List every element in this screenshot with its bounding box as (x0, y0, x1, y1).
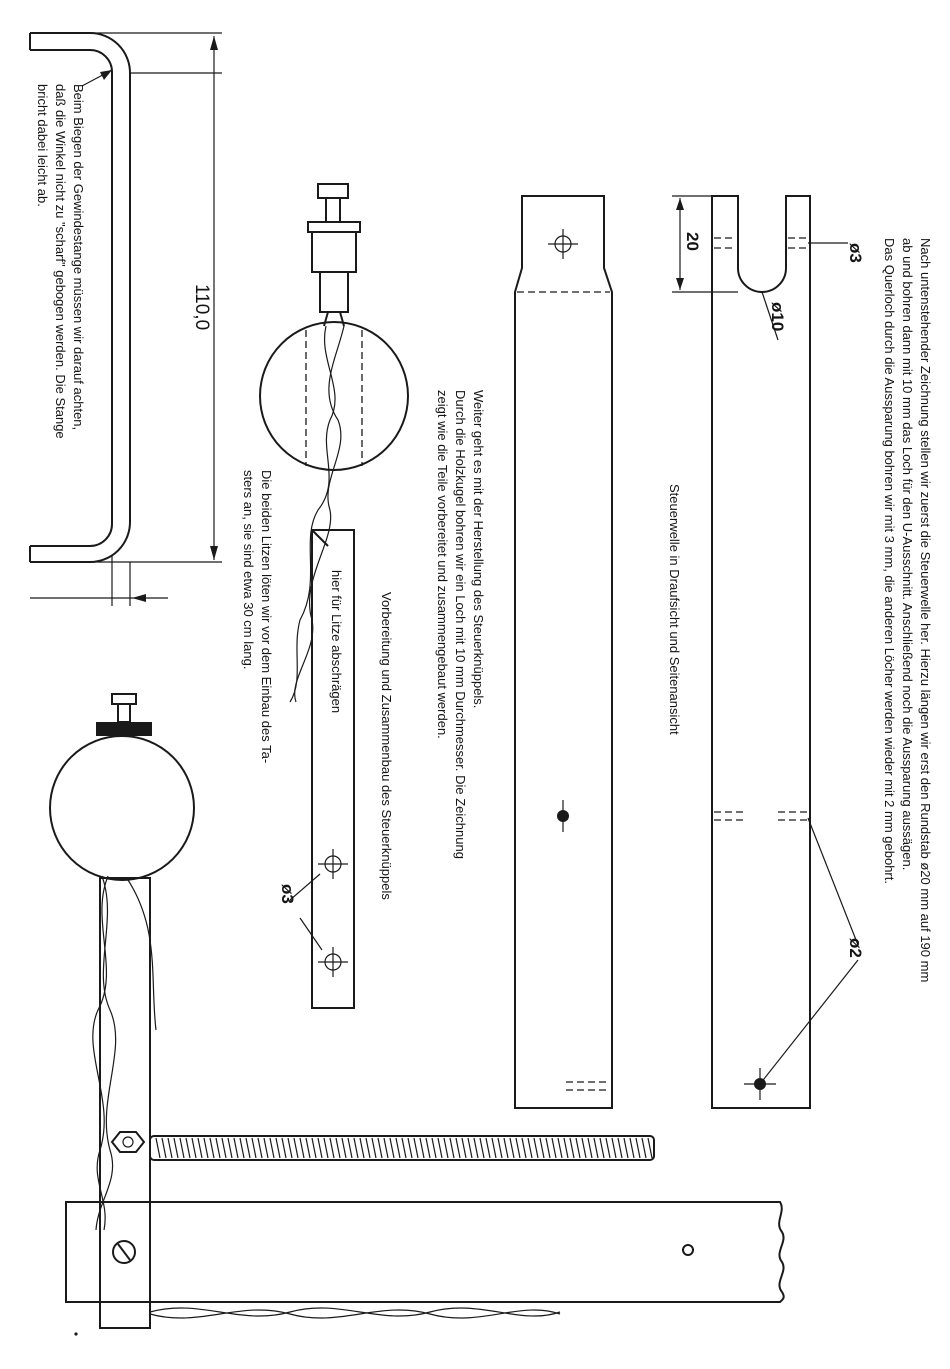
rod-inner (30, 49, 113, 547)
note-leader-arrow (100, 70, 112, 80)
rod-note-line-3: bricht dabei leicht ab. (35, 84, 50, 207)
button-stem (325, 197, 341, 223)
dim20-arrow-top (676, 198, 684, 210)
button-body (311, 231, 357, 273)
shaft-d10-label: ø10 (768, 302, 787, 331)
dim-110-label: 110,0 (191, 284, 212, 330)
stick-d3-leader-b (299, 917, 323, 951)
asm-hex-nut (110, 1131, 146, 1153)
asm-base-plate (65, 1201, 785, 1303)
asm-threaded-rod (149, 1135, 655, 1161)
solder-note-line-2: sters an, sie sind etwa 30 cm lang. (241, 470, 256, 669)
stick-d3-label: ø3 (278, 884, 297, 904)
solder-note-line-1: Die beiden Litzen löten wir vor dem Einb… (259, 470, 274, 763)
asm-stick (99, 877, 151, 1329)
dim110-arrow-top (210, 36, 218, 50)
stick-text-line-1: Weiter geht es mit der Herstellung des S… (471, 390, 486, 708)
shaft-caption: Steuerwelle in Draufsicht und Seitenansi… (667, 484, 682, 735)
asm-wire-c (127, 879, 157, 1031)
wooden-ball (259, 321, 409, 471)
instruction-text-block: Nach untenstehender Zeichnung stellen wi… (882, 238, 933, 982)
button-pin-a (323, 311, 329, 327)
rod-note-line-2: daß die Winkel nicht zu "scharf" gebogen… (53, 84, 68, 439)
d10-leader (761, 291, 779, 341)
shaft-side-outline (711, 195, 811, 1109)
assembled-control (49, 693, 785, 1336)
button-housing (319, 271, 349, 313)
thk-arrow (132, 594, 146, 602)
stick-text-line-3: zeigt wie die Teile vorbereitet und zusa… (435, 390, 450, 739)
asm-lead-wire-b (149, 1309, 561, 1319)
d2-leader-b (759, 959, 859, 1085)
asm-button-stem (117, 703, 131, 723)
asm-lead-wire-a (149, 1307, 561, 1317)
d2-leader-a (807, 817, 859, 946)
instruction-line-2: ab und bohren dann mit 10 mm das Loch fü… (900, 238, 915, 870)
dim110-arrow-bottom (210, 546, 218, 560)
asm-screw-head (112, 1240, 136, 1264)
rod-outer (30, 32, 131, 563)
stick-bevel (311, 529, 329, 547)
asm-screw-slot (117, 1243, 131, 1261)
dim-20-label: 20 (683, 232, 702, 251)
stick-text-block: Weiter geht es mit der Herstellung des S… (241, 390, 486, 900)
wire-strand-a (289, 325, 336, 703)
shaft-top-outline (514, 195, 613, 1109)
dim20-arrow-bottom (676, 278, 684, 290)
control-shaft-side-view: 20 ø3 ø10 ø2 (672, 195, 865, 1109)
asm-wire-b (92, 875, 109, 1231)
button-cap (317, 183, 349, 199)
button-nut (307, 221, 361, 233)
asm-plate-hole (682, 1244, 694, 1256)
bent-threaded-rod: 110,0 Beim Biegen der Gewindestange müss… (29, 32, 222, 606)
button-pin-b (339, 311, 345, 327)
asm-nut-bore (122, 1136, 134, 1148)
stick-blank (311, 529, 355, 1009)
bevel-note: hier für Litze abschrägen (329, 570, 344, 713)
instruction-line-3: Das Querloch durch die Aussparung bohren… (882, 238, 897, 884)
asm-button-cap (111, 693, 137, 705)
asm-dot (74, 1332, 78, 1336)
stick-caption: Vorbereitung und Zusammenbau des Steuerk… (379, 592, 394, 900)
stick-d3-leader-a (289, 873, 321, 901)
stick-ball-assembly: ø3 hier für Litze abschrägen (259, 183, 409, 1009)
rod-note-line-1: Beim Biegen der Gewindestange müssen wir… (71, 84, 86, 430)
shaft-d2-label: ø2 (846, 938, 865, 958)
asm-button-nut (96, 722, 152, 736)
control-shaft-top-view: Steuerwelle in Draufsicht und Seitenansi… (514, 195, 682, 1109)
instruction-line-1: Nach untenstehender Zeichnung stellen wi… (918, 238, 933, 982)
shaft-d3-label: ø3 (846, 243, 865, 263)
asm-wire-a (95, 875, 117, 1231)
asm-thread-lines (155, 1137, 653, 1159)
asm-ball (49, 735, 195, 881)
stick-text-line-2: Durch die Holzkugel bohren wir ein Loch … (453, 390, 468, 859)
